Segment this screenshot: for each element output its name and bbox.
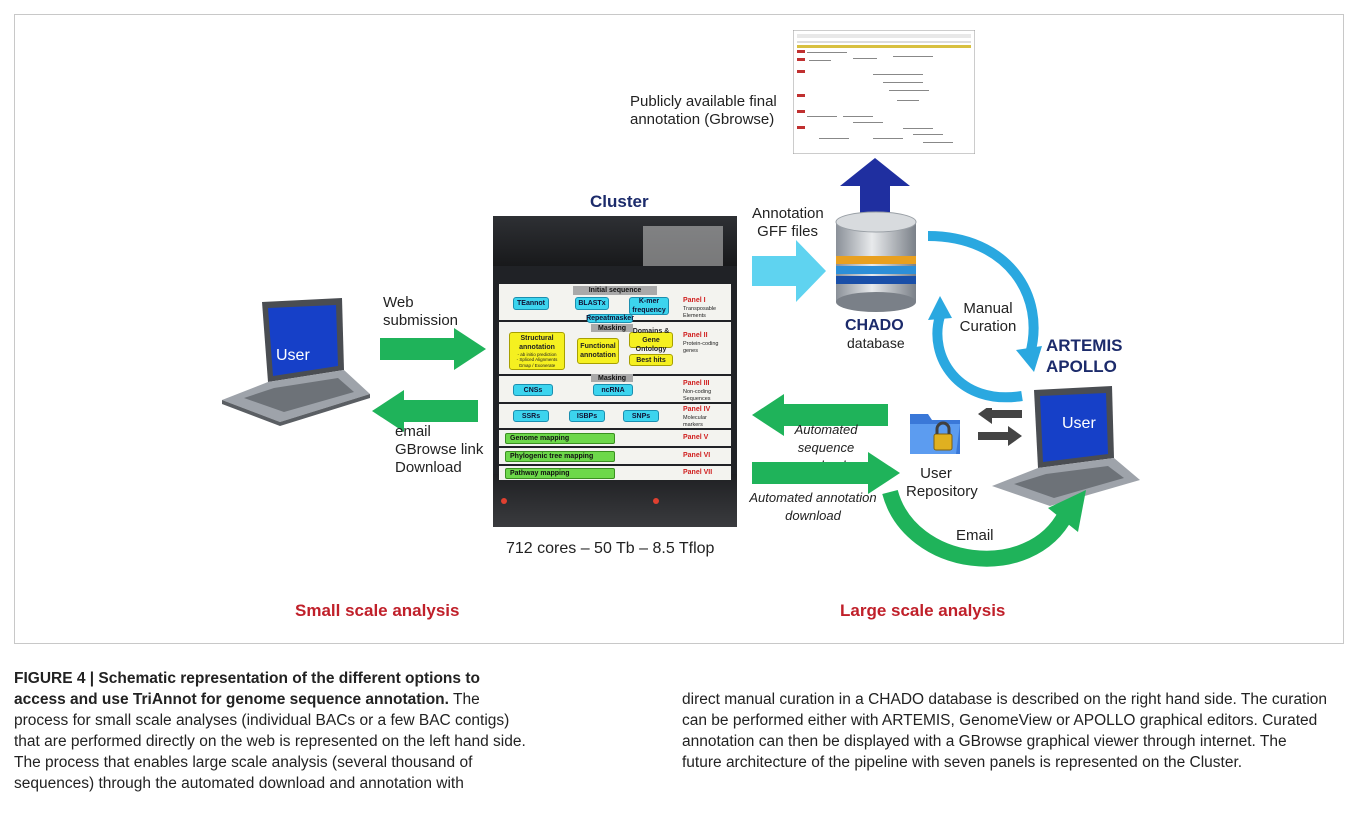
panel-4: Panel IV [683, 406, 711, 413]
ssrs-box: SSRs [513, 410, 549, 422]
automated-download-label: Automated annotation download [749, 490, 877, 523]
arrow-right-green-submit [380, 328, 486, 370]
teannot-box: TEannot [513, 297, 549, 310]
email-gbrowse-download-label: email GBrowse link Download [395, 423, 484, 476]
large-scale-title: Large scale analysis [840, 601, 1006, 620]
navy-up-arrow [840, 158, 910, 224]
snps-box: SNPs [623, 410, 659, 422]
caption-left: FIGURE 4 | Schematic representation of t… [14, 668, 534, 794]
domains-box: Domains & Gene Ontology [629, 328, 673, 353]
user-right-label: User [1062, 415, 1096, 432]
caption-bold: FIGURE 4 | Schematic representation of t… [14, 670, 480, 708]
panel-3-sub: Non-coding Sequences [683, 389, 712, 402]
publicly-available-label: Publicly available final annotation (Gbr… [630, 93, 777, 128]
arrow-left-green-return [372, 390, 478, 432]
curation-cycle-arrows [927, 231, 1042, 403]
figure-frame [14, 14, 1344, 644]
genome-mapping: Genome mapping [505, 433, 615, 444]
rack-light [653, 498, 659, 504]
chado-label: CHADO [845, 317, 904, 334]
arrow-right-cyan [752, 240, 826, 302]
manual-curation-label: Manual Curation [959, 300, 1017, 335]
panel-2: Panel II [683, 332, 708, 339]
gbrowse-thumbnail [793, 30, 975, 154]
arrow-right-green-download [752, 452, 900, 494]
blastx-box: BLASTx [575, 297, 609, 310]
artemis-label: ARTEMIS [1046, 336, 1123, 355]
caption-left-text: The process for small scale analyses (in… [14, 691, 526, 792]
best-hits-box: Best hits [629, 354, 673, 366]
small-scale-title: Small scale analysis [295, 601, 460, 620]
annotation-gff-label: Annotation GFF files [752, 205, 824, 240]
repeatmasker-box: Repeatmasker [586, 314, 634, 323]
panel-3: Panel III [683, 380, 710, 387]
laptop-left-icon [222, 298, 370, 426]
structural-sub: - ab initio prediction - Spliced Alignme… [516, 351, 558, 368]
cluster-title: Cluster [590, 192, 649, 211]
database-icon [835, 211, 917, 312]
masking-1: Masking [591, 324, 633, 332]
kmer-box: K-mer frequency [629, 297, 669, 315]
phylo-mapping: Phylogenic tree mapping [505, 451, 615, 462]
web-submission-label: Web submission [383, 294, 459, 329]
rack-bottom [493, 474, 737, 527]
panel-7: Panel VII [683, 469, 713, 476]
folder-lock-icon [910, 414, 960, 454]
isbps-box: ISBPs [569, 410, 605, 422]
rack-detail [643, 226, 723, 266]
panel-6: Panel VI [683, 452, 711, 459]
laptop-right-icon [992, 386, 1140, 506]
swap-arrows-icon [978, 408, 1022, 446]
panel-1: Panel I [683, 297, 706, 304]
chado-database-label: database [847, 335, 905, 351]
masking-2: Masking [591, 374, 633, 382]
user-repository-label: User Repository [906, 465, 978, 500]
panel-5: Panel V [683, 434, 709, 441]
structural-box: Structural annotation - ab initio predic… [509, 332, 565, 370]
cnss-box: CNSs [513, 384, 553, 396]
panel-2-sub: Protein-coding genes [683, 341, 719, 354]
user-left-label: User [276, 347, 310, 364]
cluster-panel: Initial sequence TEannot BLASTx K-mer fr… [493, 216, 737, 527]
pipeline-overlay: Initial sequence TEannot BLASTx K-mer fr… [499, 284, 731, 480]
apollo-label: APOLLO [1046, 357, 1117, 376]
functional-box: Functional annotation [577, 338, 619, 364]
structural-label: Structural annotation [519, 334, 555, 351]
email-curved-arrow [882, 489, 1086, 567]
rack-light [501, 498, 507, 504]
caption-right: direct manual curation in a CHADO databa… [682, 691, 1328, 771]
initial-sequence: Initial sequence [573, 286, 657, 295]
panel-1-sub: Transposable Elements [683, 306, 717, 319]
arrow-left-green-upload [752, 394, 888, 436]
ncrna-box: ncRNA [593, 384, 633, 396]
cluster-caption: 712 cores – 50 Tb – 8.5 Tflop [506, 540, 715, 557]
email-label: Email [956, 527, 994, 544]
pathway-mapping: Pathway mapping [505, 468, 615, 479]
panel-4-sub: Molecular markers [683, 415, 707, 428]
